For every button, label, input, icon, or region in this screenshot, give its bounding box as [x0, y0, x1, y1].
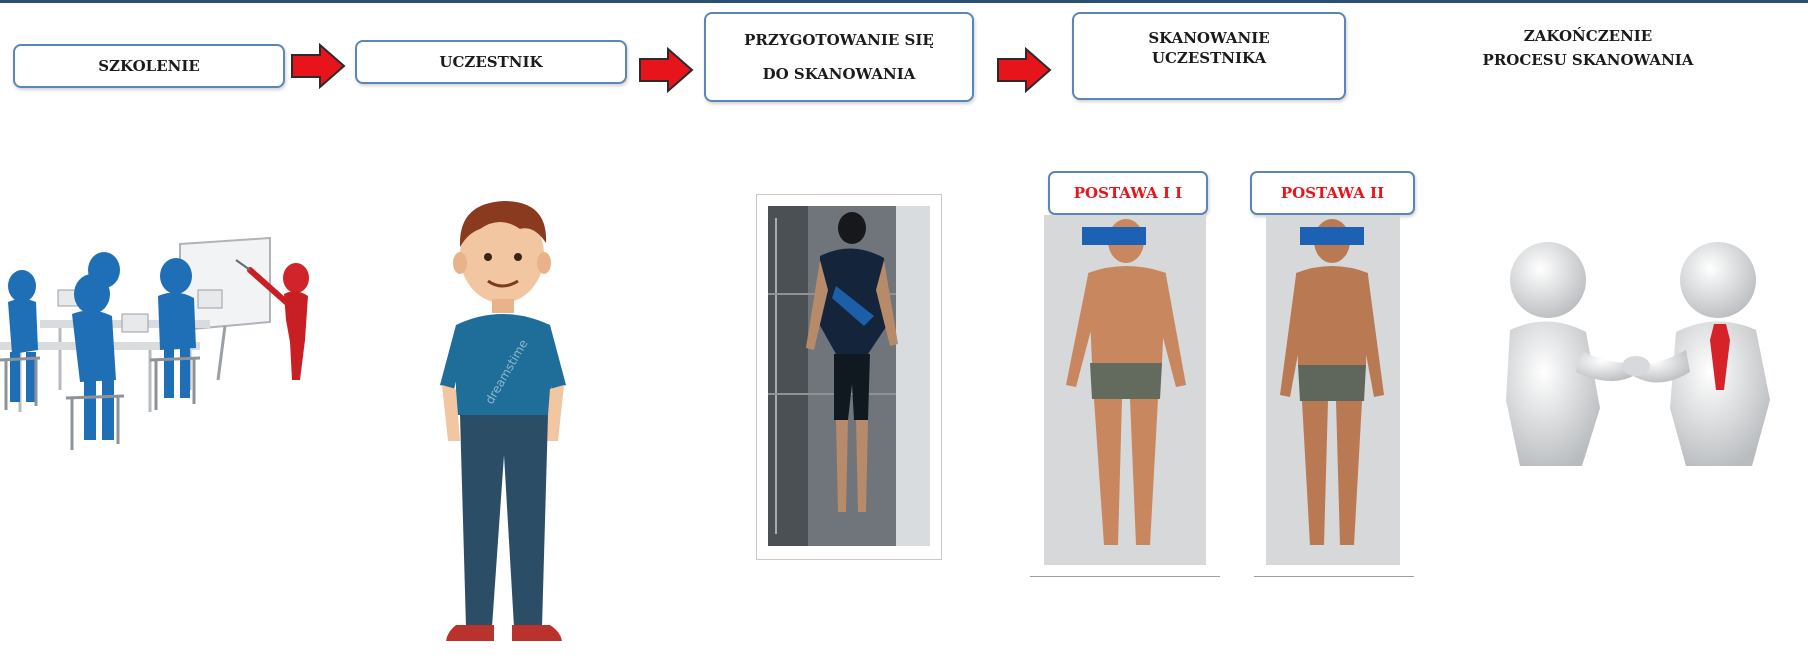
step-szkolenie-box: SZKOLENIE: [13, 44, 285, 88]
handshake-illustration: [1506, 242, 1770, 466]
pose-2-label: POSTAWA II: [1280, 184, 1385, 202]
step-przygotowanie-label-line2: DO SKANOWANIA: [762, 65, 916, 83]
header-rule: [0, 0, 1808, 3]
step-skanowanie-box: SKANOWANIE UCZESTNIKA: [1072, 12, 1346, 100]
pose-1-baseline: [1030, 576, 1220, 577]
step-skanowanie-label-line2: UCZESTNIKA: [1151, 49, 1267, 68]
participant-illustration: dreamstime: [440, 201, 566, 646]
flow-arrow-icon: [639, 47, 694, 93]
step-szkolenie-label: SZKOLENIE: [98, 57, 200, 75]
training-classroom-illustration: [0, 236, 309, 450]
pose-1-body-model-illustration: [1044, 215, 1206, 565]
step-zakonczenie-text: ZAKOŃCZENIE PROCESU SKANOWANIA: [1448, 24, 1728, 72]
flow-arrow-icon: [291, 43, 346, 89]
step-skanowanie-label-line1: SKANOWANIE: [1148, 29, 1270, 47]
step-uczestnik-label: UCZESTNIK: [439, 53, 543, 71]
step-przygotowanie-box: PRZYGOTOWANIE SIĘ DO SKANOWANIA: [704, 12, 974, 102]
scanner-photo-illustration: [756, 194, 942, 560]
pose-1-label: POSTAWA I I: [1073, 184, 1183, 202]
flow-arrow-icon: [997, 47, 1052, 93]
step-przygotowanie-label-line1: PRZYGOTOWANIE SIĘ: [744, 30, 934, 49]
step-zakonczenie-label-line1: ZAKOŃCZENIE: [1523, 27, 1653, 45]
step-uczestnik-box: UCZESTNIK: [355, 40, 627, 84]
pose-2-baseline: [1254, 576, 1414, 577]
step-zakonczenie-label-line2: PROCESU SKANOWANIA: [1482, 51, 1694, 69]
pose-2-label-box: POSTAWA II: [1250, 171, 1415, 215]
pose-1-label-box: POSTAWA I I: [1048, 171, 1208, 215]
pose-2-body-model-illustration: [1266, 215, 1400, 565]
